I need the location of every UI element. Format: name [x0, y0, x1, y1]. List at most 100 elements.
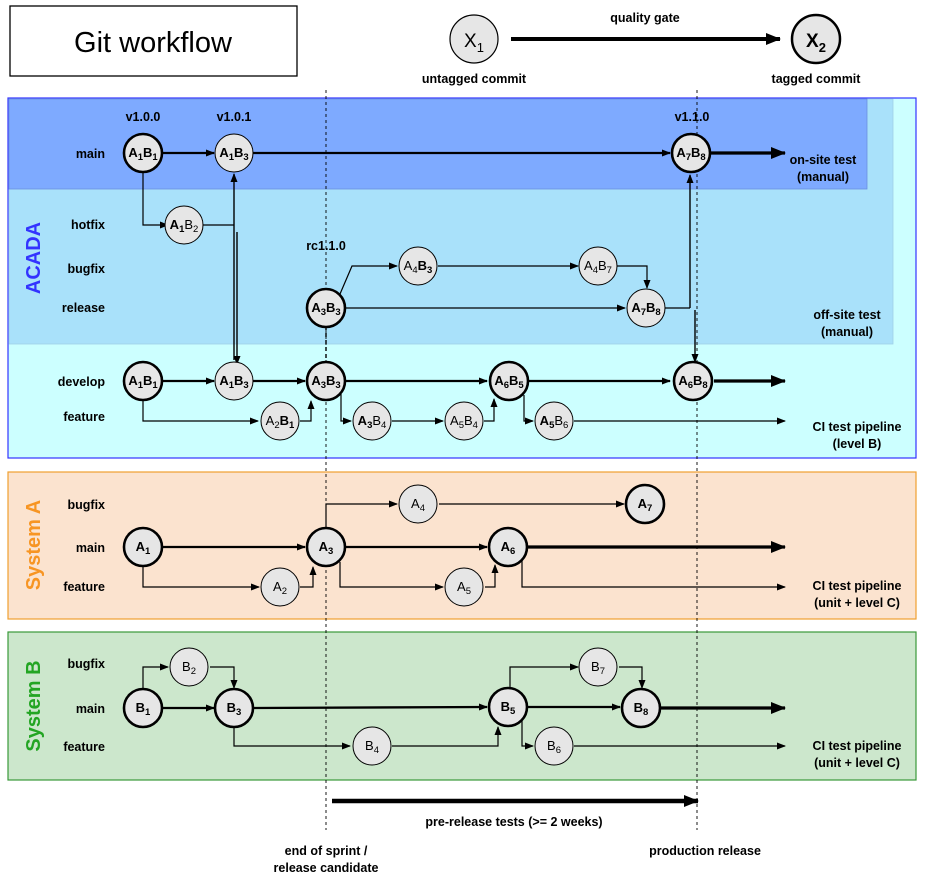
svg-text:X2: X2	[806, 31, 826, 55]
edge-hotfix-out	[142, 171, 169, 229]
sb-edge-bugfix-2-merge	[619, 666, 646, 689]
commit-node-af1: A2B1	[260, 401, 300, 441]
commit-node-sb_bf2: B7	[578, 647, 618, 687]
commit-node-circle	[626, 288, 666, 328]
commit-node-label: A2	[273, 579, 287, 597]
commit-node-circle	[487, 686, 529, 728]
sa-edge-feature-2-merge	[485, 564, 499, 588]
commit-node-label: B7	[591, 659, 605, 677]
commit-node-circle	[305, 526, 347, 568]
system-a-branch-label-bugfix: bugfix	[68, 498, 106, 512]
commit-node-circle	[620, 687, 662, 729]
commit-node-circle	[444, 567, 484, 607]
legend-tagged-sub: 2	[819, 40, 826, 55]
commit-node-label: A4B3	[404, 258, 433, 276]
commit-node-sa_m2: A3	[305, 526, 347, 568]
commit-node-label: B4	[365, 738, 379, 756]
branch-label-bugfix: bugfix	[68, 262, 106, 276]
edge-release-to-bugfix	[339, 262, 398, 295]
ci-system-b-label: CI test pipeline	[813, 739, 902, 753]
commit-node-circle	[672, 360, 714, 402]
commit-node-sb_m4: B8	[620, 687, 662, 729]
commit-node-circle	[488, 360, 530, 402]
branch-label-main: main	[76, 147, 105, 161]
sa-edge-feature-1	[142, 565, 260, 591]
commit-node-af3: A5B4	[444, 401, 484, 441]
sb-edge-bugfix-2	[509, 663, 579, 690]
commit-node-circle	[534, 401, 574, 441]
tag-v100: v1.0.0	[126, 110, 161, 124]
legend-untagged-caption: untagged commit	[422, 72, 527, 86]
commit-node-circle	[487, 526, 529, 568]
commit-node-sa_m1: A1	[122, 526, 164, 568]
system-b-branch-label-main: main	[76, 702, 105, 716]
commit-node-label: B5	[501, 699, 516, 717]
commit-node-circle	[122, 526, 164, 568]
legend-tagged-base: X	[806, 31, 819, 52]
edge-feature-2-merge	[484, 398, 498, 422]
bottom-annotations: pre-release tests (>= 2 weeks) end of sp…	[274, 795, 761, 875]
sb-edge-feature-1-merge	[392, 726, 502, 747]
tag-v101: v1.0.1	[217, 110, 252, 124]
commit-node-label: A4	[411, 496, 425, 514]
sa-edge-bugfix-out	[325, 500, 398, 529]
commit-node-label: A3	[319, 539, 334, 557]
commit-node-abf1: A4B3	[398, 246, 438, 286]
commit-node-circle	[260, 401, 300, 441]
commit-node-ar1: A3B3	[305, 287, 347, 329]
system-a-title: System A	[23, 500, 45, 590]
version-tags: v1.0.0 v1.0.1 v1.1.0 rc1.1.0	[126, 110, 710, 253]
system-b-branch-label-bugfix: bugfix	[68, 657, 106, 671]
commit-node-circle	[214, 361, 254, 401]
commit-node-af2: A3B4	[352, 401, 392, 441]
edge-bugfix-to-release	[617, 265, 651, 289]
release-candidate-label: release candidate	[274, 861, 379, 875]
commit-node-ar2: A7B8	[626, 288, 666, 328]
sb-edge-bugfix-1-merge	[210, 666, 238, 689]
commit-node-label: B6	[547, 738, 561, 756]
commit-node-label: A2B1	[266, 413, 295, 431]
commit-node-ad3: A3B3	[305, 360, 347, 402]
commit-node-sa_bf2: A7	[624, 483, 666, 525]
edge-feature-2-out	[340, 394, 352, 425]
commit-node-label: A1B3	[219, 373, 248, 391]
commit-node-sb_m3: B5	[487, 686, 529, 728]
onsite-test-label: on-site test	[790, 153, 858, 167]
commit-node-af4: A5B6	[534, 401, 574, 441]
commit-node-sb_f2: B6	[534, 726, 574, 766]
system-b-title: System B	[23, 660, 45, 751]
title-box: Git workflow	[9, 5, 298, 77]
branch-label-hotfix: hotfix	[71, 218, 105, 232]
prerelease-label: pre-release tests (>= 2 weeks)	[425, 815, 602, 829]
commit-node-circle	[352, 401, 392, 441]
production-release-label: production release	[649, 844, 761, 858]
branch-labels: main hotfix bugfix release develop featu…	[58, 147, 106, 754]
commit-node-label: A4B7	[584, 258, 612, 276]
end-of-sprint-label: end of sprint /	[285, 844, 368, 858]
commit-node-label: B3	[227, 700, 242, 718]
legend-untagged-base: X	[464, 31, 477, 52]
edge-feature-3-out	[523, 395, 534, 425]
commit-node-am3: A7B8	[670, 132, 712, 174]
acada-section-title: ACADA	[23, 222, 45, 294]
commit-node-am2: A1B3	[214, 133, 254, 173]
commit-node-label: A7B8	[631, 300, 660, 318]
commit-node-label: A6B5	[494, 373, 524, 391]
commit-node-ad1: A1B1	[122, 360, 164, 402]
edge-feature-1	[142, 399, 259, 425]
branch-label-release: release	[62, 301, 105, 315]
commit-node-abf2: A4B7	[578, 246, 618, 286]
branch-label-develop: develop	[58, 375, 106, 389]
commit-node-circle	[122, 360, 164, 402]
sb-edge-feature-1	[233, 726, 351, 750]
sa-edge-feature-1-merge	[300, 566, 317, 588]
commit-node-sb_m1: B1	[122, 687, 164, 729]
commit-node-sa_m3: A6	[487, 526, 529, 568]
commit-node-circle	[398, 484, 438, 524]
commit-node-circle	[624, 483, 666, 525]
commit-node-circle	[670, 132, 712, 174]
commit-node-circle	[398, 246, 438, 286]
commit-node-label: A6	[501, 539, 516, 557]
system-a-branch-label-feature: feature	[63, 580, 105, 594]
